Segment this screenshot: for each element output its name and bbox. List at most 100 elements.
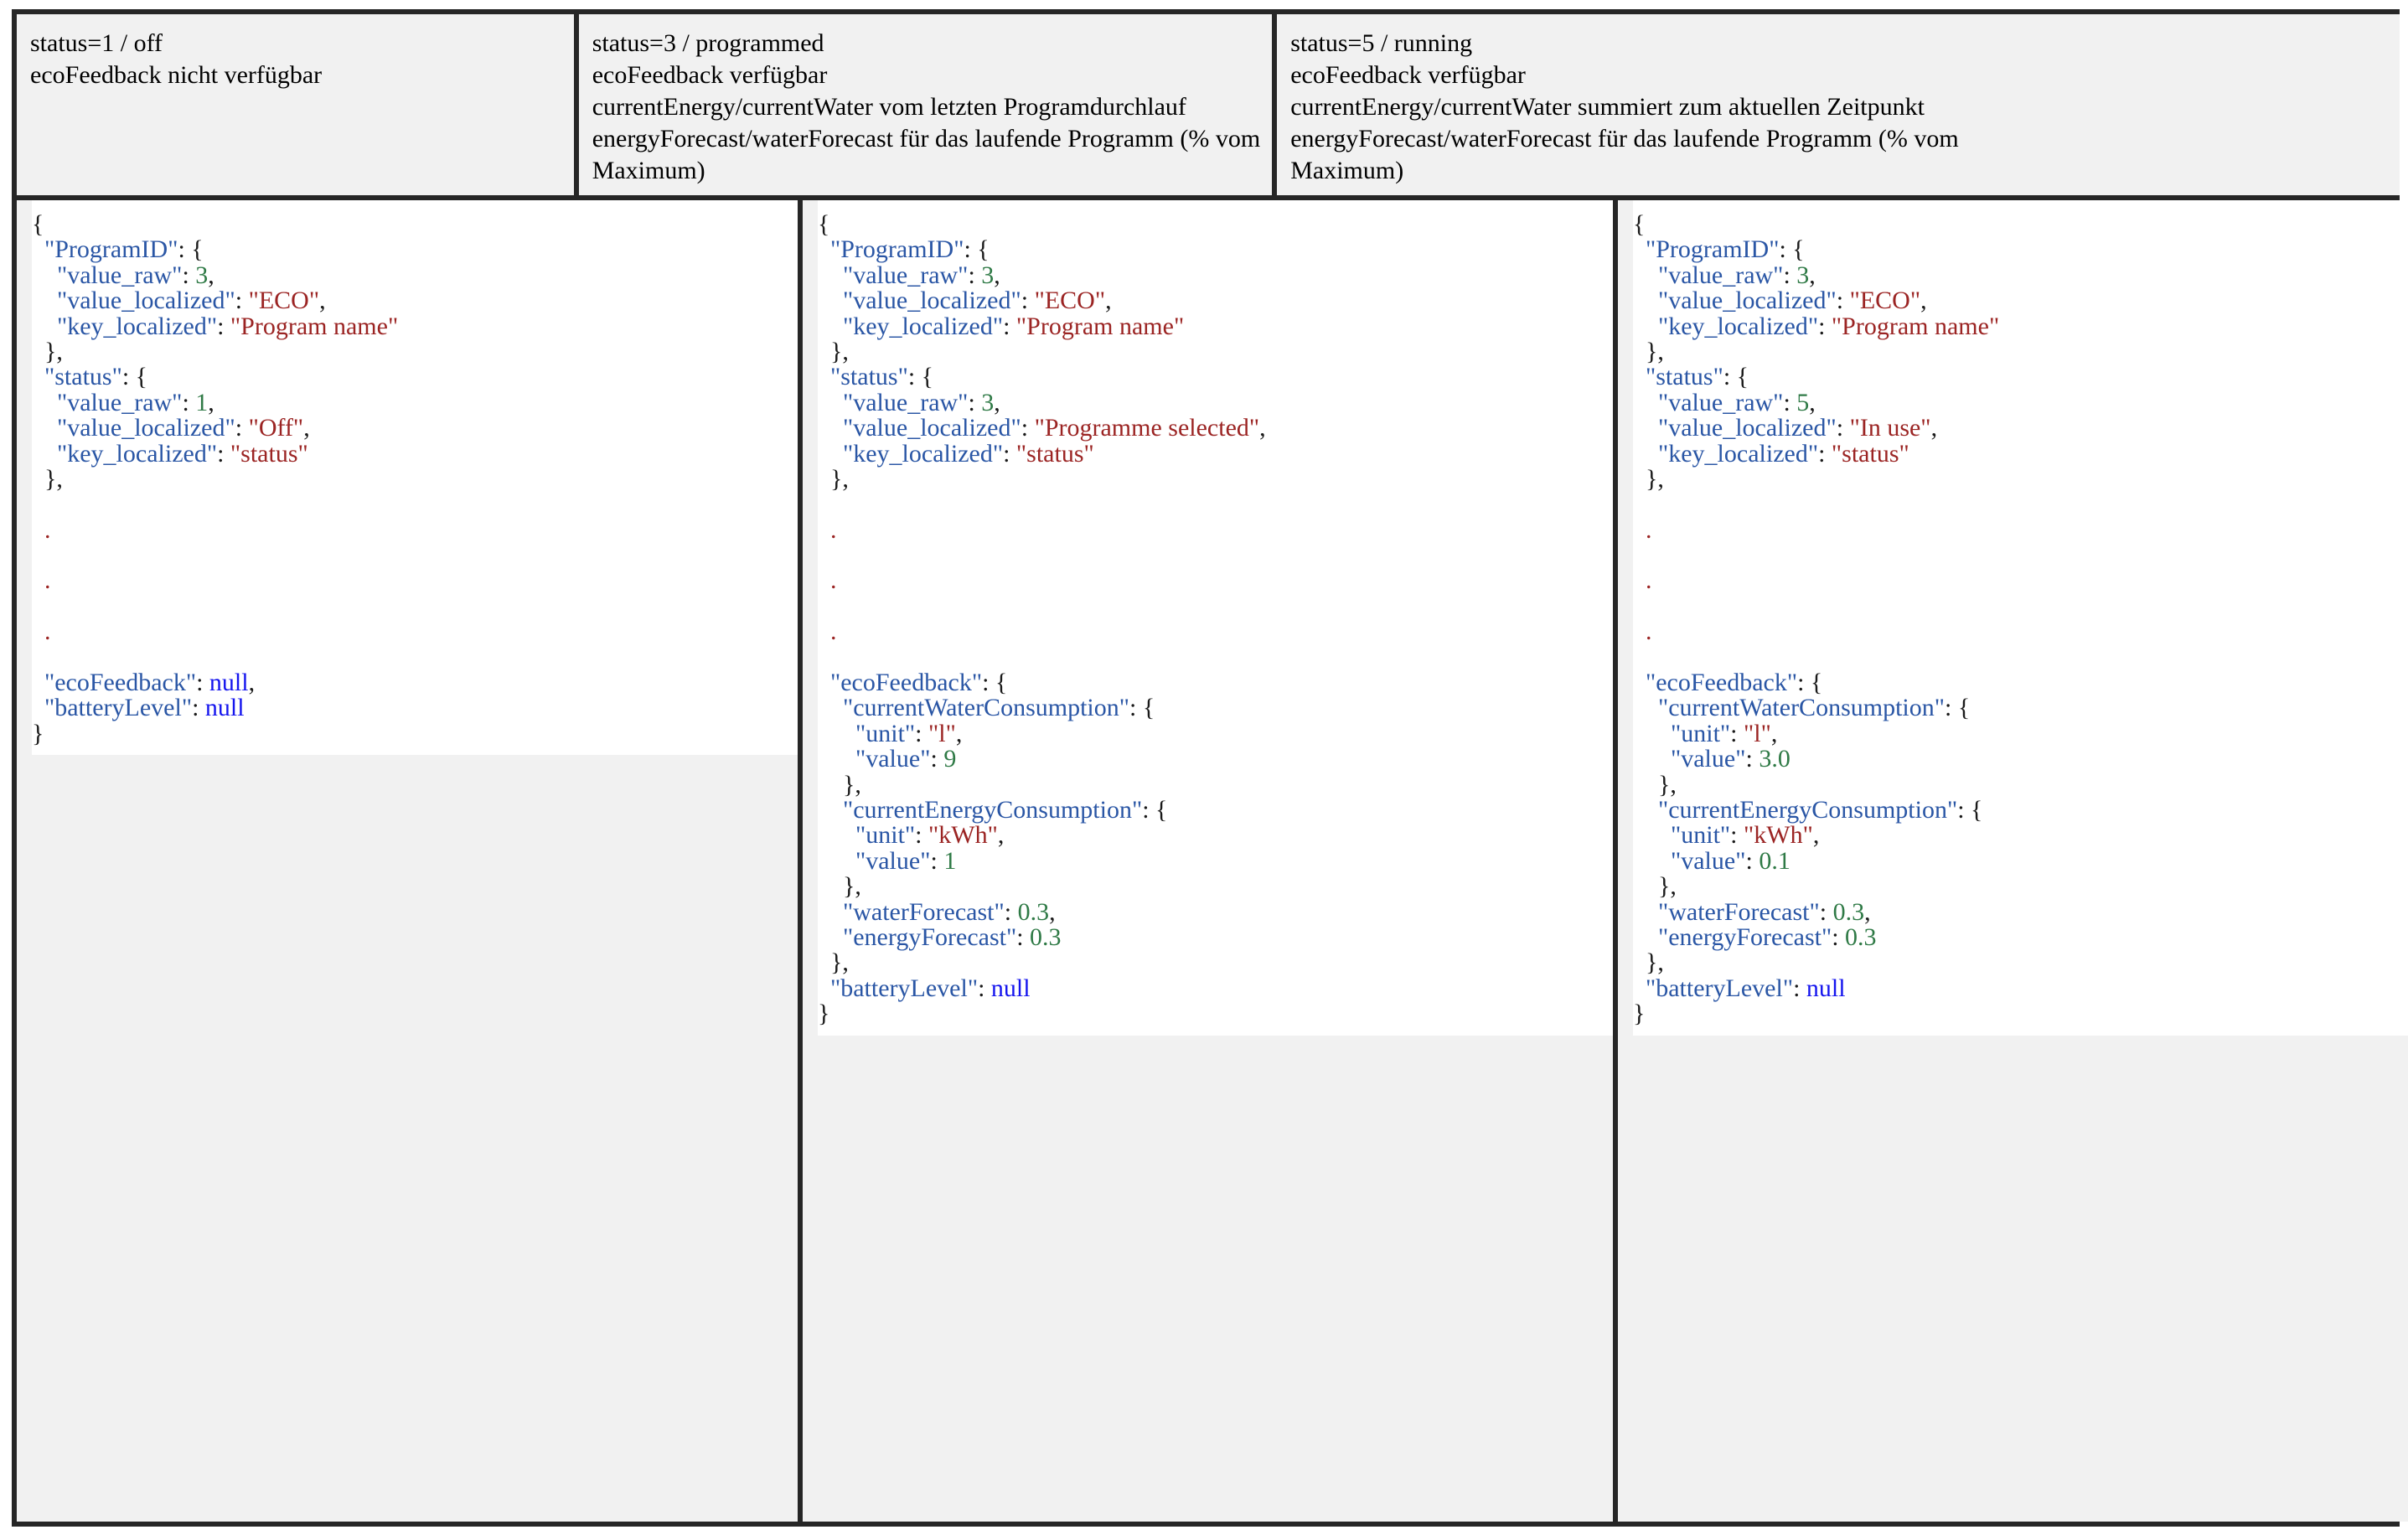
code-token-p [1633, 618, 1646, 645]
code-token-s: "Program name" [1015, 312, 1185, 340]
table-body-row: { "ProgramID": { "value_raw": 3, "value_… [17, 200, 2408, 1522]
code-token-p [818, 414, 843, 442]
code-token-n: 3 [1796, 261, 1810, 289]
code-line: "currentEnergyConsumption": { [818, 795, 1613, 824]
code-token-k: "batteryLevel" [830, 974, 979, 1002]
code-token-n: 1 [943, 846, 957, 875]
code-line: "currentWaterConsumption": { [1633, 695, 2408, 721]
code-token-p [32, 566, 44, 594]
code-token-p [1633, 516, 1646, 544]
code-token-k: "unit" [855, 719, 916, 747]
code-token-p [818, 796, 843, 824]
code-token-p [1633, 771, 1658, 798]
code-token-p [818, 235, 830, 263]
code-token-nu: null [990, 974, 1031, 1002]
code-line: }, [818, 466, 1613, 492]
code-token-dot: . [44, 618, 51, 646]
code-token-p: : { [1779, 235, 1805, 264]
code-line: "value_localized": "Programme selected", [818, 414, 1613, 442]
code-token-k: "value_raw" [843, 261, 969, 289]
code-line [32, 543, 798, 568]
code-token-p: : [1836, 414, 1850, 442]
code-token-p [1633, 363, 1646, 390]
code-token-s: "Program name" [1831, 312, 2000, 340]
code-token-k: "energyForecast" [1658, 922, 1832, 951]
code-line: "unit": "l", [818, 721, 1613, 747]
code-token-p: : [235, 287, 249, 315]
code-line: "ecoFeedback": { [1633, 669, 2408, 697]
code-token-p [1633, 948, 1646, 976]
code-token-s: "status" [1831, 439, 1909, 468]
code-line: "value_raw": 5, [1633, 390, 2408, 416]
code-token-n: 1 [195, 388, 209, 416]
code-token-p: , [994, 261, 1000, 289]
code-token-p: : { [1797, 669, 1823, 697]
code-token-p: : [182, 388, 196, 416]
code-line: "waterForecast": 0.3, [818, 897, 1613, 926]
code-token-p [818, 440, 843, 468]
code-token-dot: . [1646, 566, 1652, 595]
code-token-k: "batteryLevel" [44, 694, 193, 722]
header-line: ecoFeedback nicht verfügbar [30, 61, 323, 89]
code-token-p [818, 821, 855, 849]
code-token-p: : [968, 388, 982, 416]
header-line: energyForecast/waterForecast für das lau… [592, 125, 1261, 152]
code-line: . [1633, 516, 2408, 544]
code-line: "key_localized": "Program name" [1633, 312, 2408, 340]
code-token-p [1633, 720, 1671, 747]
code-token-p [1633, 669, 1646, 696]
code-line: "value_raw": 3, [818, 390, 1613, 416]
code-token-p: : [1818, 439, 1832, 468]
header-line: ecoFeedback verfügbar [1290, 61, 1526, 89]
header-line: energyForecast/waterForecast für das lau… [1290, 125, 1959, 152]
code-token-p [1633, 287, 1658, 314]
code-token-p [32, 338, 44, 365]
code-line: "value": 3.0 [1633, 747, 2408, 772]
code-line [32, 645, 798, 670]
code-line: "key_localized": "status" [32, 439, 798, 468]
code-token-p [818, 872, 843, 900]
code-token-p: : [1832, 922, 1846, 951]
json-code-block-status-1: { "ProgramID": { "value_raw": 3, "value_… [32, 200, 798, 756]
code-line [32, 492, 798, 517]
code-line: "value_raw": 3, [818, 261, 1613, 289]
code-token-s: "In use" [1849, 414, 1931, 442]
code-token-p [1633, 261, 1658, 289]
code-line: "value": 1 [818, 846, 1613, 875]
header-line: status=3 / programmed [592, 29, 824, 57]
code-token-p [1633, 974, 1646, 1002]
code-line: . [1633, 619, 2408, 644]
code-token-p: }, [830, 337, 849, 365]
code-token-p: : [217, 312, 230, 340]
code-token-p: }, [1646, 464, 1664, 493]
code-token-p: : { [1142, 795, 1168, 824]
code-token-s: "status" [230, 439, 308, 468]
code-token-p [32, 414, 57, 442]
code-token-n: 0.3 [1017, 897, 1050, 926]
code-token-dot: . [1646, 618, 1652, 646]
code-line: "value_localized": "ECO", [818, 287, 1613, 315]
json-code-block-status-3: { "ProgramID": { "value_raw": 3, "value_… [818, 200, 1613, 1036]
code-token-p: , [1105, 287, 1112, 315]
code-line: "value_raw": 3, [1633, 261, 2408, 289]
code-token-k: "currentEnergyConsumption" [843, 795, 1143, 824]
code-token-p: : { [982, 669, 1008, 697]
code-token-p: , [208, 388, 214, 416]
code-line: }, [1633, 950, 2408, 975]
body-cell-status-1: { "ProgramID": { "value_raw": 3, "value_… [17, 200, 803, 1522]
code-token-p: : { [1957, 795, 1983, 824]
code-token-p: : [1745, 846, 1759, 875]
code-line: . [32, 568, 798, 593]
code-token-k: "unit" [855, 821, 916, 850]
code-line: "currentWaterConsumption": { [818, 695, 1613, 721]
code-token-p: , [248, 669, 256, 697]
code-token-p: : { [1723, 363, 1749, 391]
code-token-k: "key_localized" [843, 312, 1004, 340]
code-line: "ProgramID": { [818, 237, 1613, 262]
code-line: }, [1633, 873, 2408, 899]
code-token-p [1633, 898, 1658, 926]
